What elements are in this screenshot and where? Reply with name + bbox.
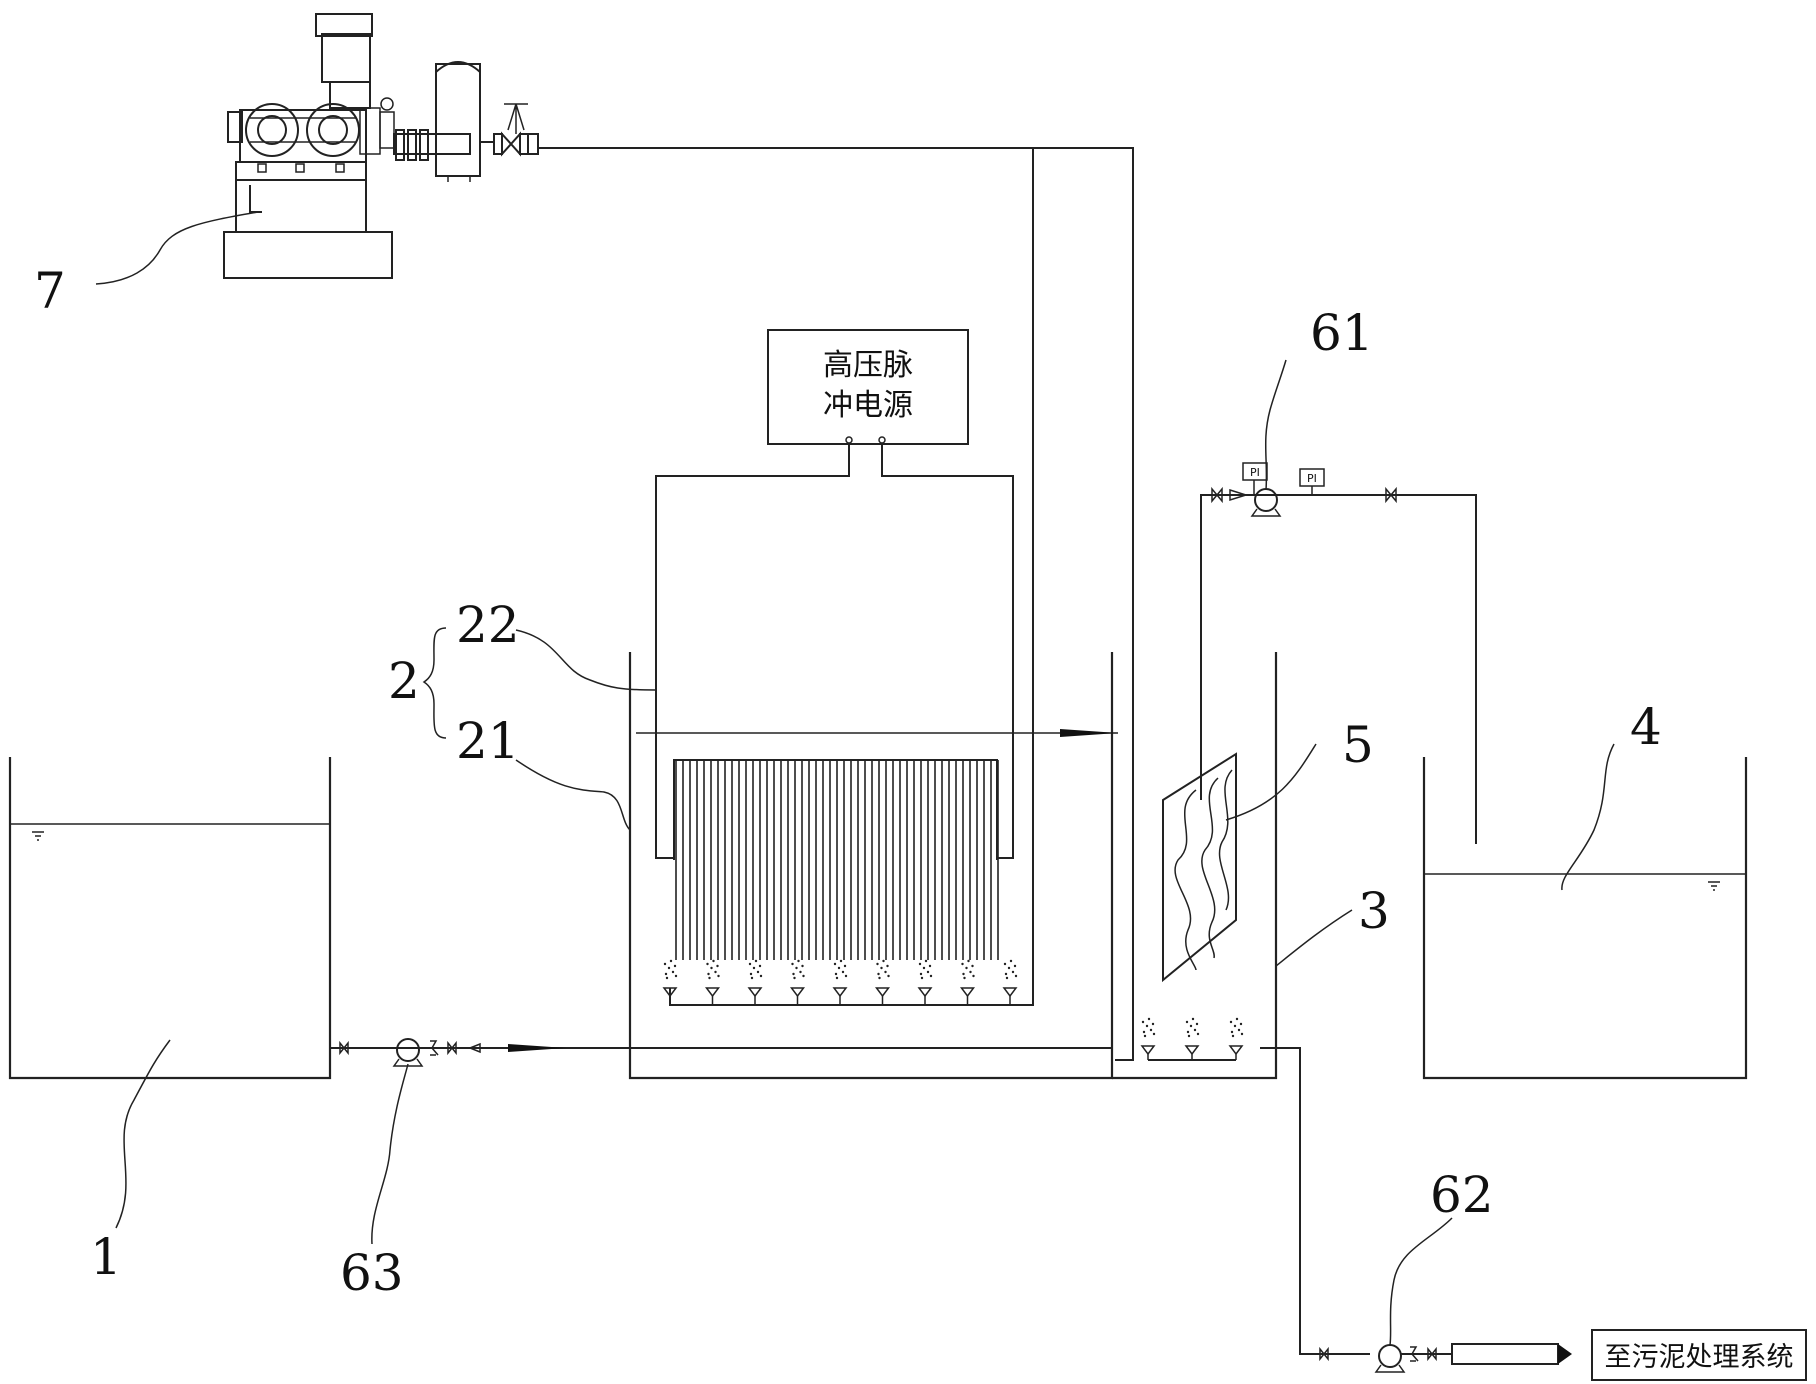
- leader-1: [115, 1039, 171, 1229]
- blower-unit: [223, 13, 554, 279]
- raw-water-tank: [8, 757, 332, 1080]
- label-22: 22: [456, 596, 520, 654]
- label-63: 63: [340, 1244, 404, 1302]
- air-supply-pipe: [554, 147, 1134, 1061]
- brace-2: [422, 627, 447, 739]
- electrode-comb: [673, 759, 998, 860]
- leader-63: [371, 1063, 409, 1245]
- power-supply-label-line2: 冲电源: [823, 388, 913, 423]
- settler-aerators: [1140, 1017, 1244, 1060]
- leader-4: [1561, 743, 1615, 891]
- sludge-pipe: [1260, 1047, 1370, 1355]
- diffuser-head: [705, 987, 720, 998]
- diffuser-head: [917, 987, 933, 998]
- permeate-pipe: [1200, 494, 1477, 844]
- clean-water-tank: [1422, 757, 1748, 1080]
- label-62: 62: [1430, 1166, 1494, 1224]
- leader-22: [515, 629, 657, 691]
- permeate-pump-61: PI PI: [1211, 462, 1397, 517]
- sludge-treatment-system: 至污泥处理系统: [1591, 1329, 1807, 1381]
- leader-5: [1225, 743, 1317, 821]
- diffuser-head: [1228, 1045, 1244, 1056]
- label-5: 5: [1342, 716, 1374, 774]
- label-21: 21: [456, 712, 520, 770]
- reactor-tank: [628, 652, 1114, 1080]
- pressure-gauge-left: PI: [1250, 466, 1260, 479]
- diffuser-head: [875, 987, 890, 998]
- electrode-lead-right: [881, 443, 1014, 859]
- diffuser-head: [1184, 1045, 1200, 1056]
- leader-21: [515, 759, 631, 831]
- leader-62: [1389, 1217, 1453, 1346]
- diffuser-head: [960, 987, 975, 998]
- reactor-aerators: [662, 959, 1018, 1005]
- hv-pulse-power-supply: 高压脉 冲电源: [767, 329, 969, 445]
- sludge-system-label: 至污泥处理系统: [1605, 1342, 1794, 1373]
- diffuser-head: [1140, 1045, 1156, 1056]
- diffuser-head: [832, 987, 848, 998]
- sludge-pump-62: [1319, 1343, 1572, 1373]
- diffuser-head: [747, 987, 763, 998]
- label-1: 1: [90, 1228, 122, 1286]
- diffuser-head: [1002, 987, 1018, 998]
- label-2: 2: [388, 652, 420, 710]
- leader-61: [1264, 359, 1287, 491]
- settling-tank: [1112, 652, 1278, 1080]
- label-61: 61: [1310, 304, 1374, 362]
- label-4: 4: [1630, 698, 1662, 756]
- leader-3: [1275, 909, 1353, 967]
- pressure-gauge-right: PI: [1307, 472, 1317, 485]
- leader-7: [95, 211, 259, 285]
- power-supply-label-line1: 高压脉: [823, 348, 913, 383]
- label-7: 7: [34, 262, 66, 320]
- electrode-lead-left: [655, 443, 850, 859]
- feed-pump-63: [339, 1038, 481, 1067]
- label-3: 3: [1358, 882, 1390, 940]
- diffuser-head: [662, 987, 678, 998]
- discharge-electrodes: [675, 760, 999, 960]
- filter-module: [1162, 752, 1237, 983]
- diffuser-head: [790, 987, 805, 998]
